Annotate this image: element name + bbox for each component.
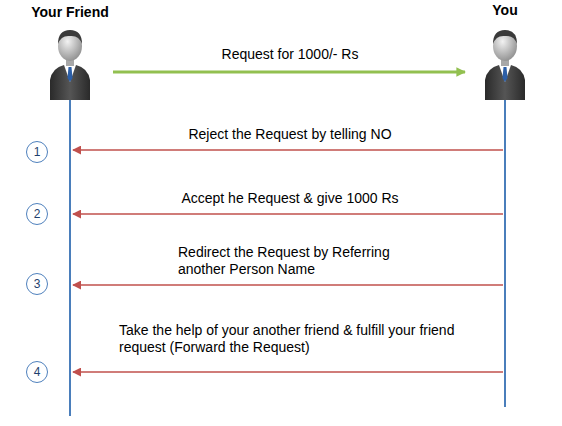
callout-number: 3 xyxy=(34,278,41,290)
actor-name: You xyxy=(488,2,522,18)
callout-circle: 2 xyxy=(26,203,48,225)
actor-lane: You xyxy=(488,2,522,407)
callout-circle: 4 xyxy=(26,361,48,383)
message-arrow xyxy=(73,284,503,286)
arrow-label: Accept he Request & give 1000 Rs xyxy=(179,190,400,207)
callout-number: 2 xyxy=(34,208,41,220)
person-icon xyxy=(485,30,525,100)
lifeline xyxy=(504,100,506,407)
arrow-label: Reject the Request by telling NO xyxy=(186,126,393,143)
arrow-label: Redirect the Request by Referring anothe… xyxy=(176,244,395,278)
arrow-label: Take the help of your another friend & f… xyxy=(117,322,491,356)
message-arrow xyxy=(113,71,465,74)
callout-number: 1 xyxy=(34,146,41,158)
actor-name: Your Friend xyxy=(27,4,113,20)
callout-circle: 1 xyxy=(26,141,48,163)
callout-number: 4 xyxy=(34,366,41,378)
arrow-label: Request for 1000/- Rs xyxy=(220,46,361,63)
lifeline xyxy=(69,100,71,416)
callout-circle: 3 xyxy=(26,273,48,295)
person-icon xyxy=(50,30,90,100)
message-arrow xyxy=(73,371,503,373)
message-arrow xyxy=(73,149,503,151)
message-arrow xyxy=(73,213,503,215)
